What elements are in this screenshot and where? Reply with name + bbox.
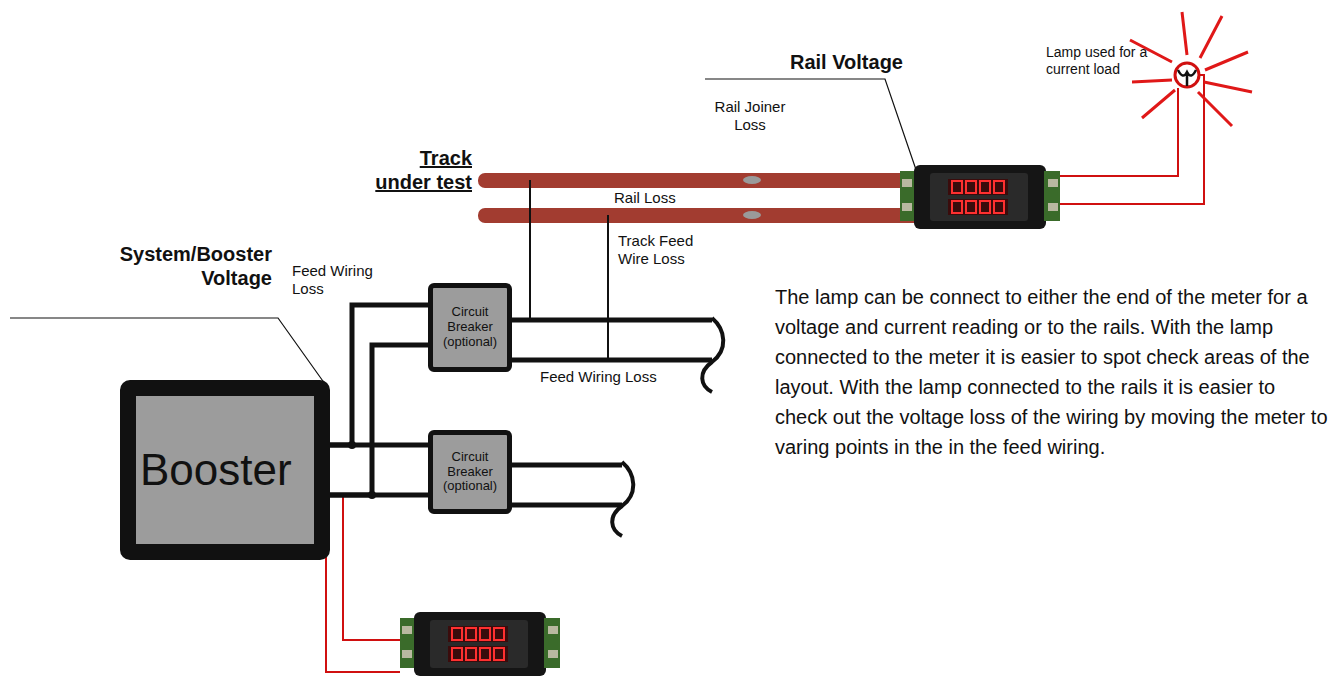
callout-label: Rail Voltage bbox=[790, 50, 930, 74]
feed-wire bbox=[330, 305, 428, 445]
callout-label: Track under test bbox=[360, 146, 472, 194]
node-text: Booster bbox=[140, 445, 292, 496]
circuit-breaker: Circuit Breaker (optional) bbox=[428, 430, 512, 514]
callout-label: Track Feed Wire Loss bbox=[618, 232, 718, 268]
booster-box: Booster bbox=[120, 380, 330, 560]
node-text: Circuit Breaker (optional) bbox=[435, 450, 505, 495]
callout-label: System/Booster Voltage bbox=[60, 242, 272, 290]
feed-wire bbox=[330, 345, 428, 495]
callout-label: Rail Loss bbox=[614, 189, 704, 207]
note-text: The lamp can be connect to either the en… bbox=[775, 282, 1331, 462]
callout-label: Feed Wiring Loss bbox=[540, 368, 700, 386]
callout-label: Feed Wiring Loss bbox=[292, 262, 384, 298]
wire-junction bbox=[348, 441, 356, 449]
wire-junction bbox=[368, 491, 376, 499]
feed-wire bbox=[330, 493, 428, 498]
callout-label: Lamp used for a current load bbox=[1046, 44, 1154, 78]
callout-label: Rail Joiner Loss bbox=[700, 98, 800, 134]
node-text: Circuit Breaker (optional) bbox=[435, 305, 505, 350]
feed-wire bbox=[330, 443, 428, 448]
circuit-breaker: Circuit Breaker (optional) bbox=[428, 283, 512, 372]
